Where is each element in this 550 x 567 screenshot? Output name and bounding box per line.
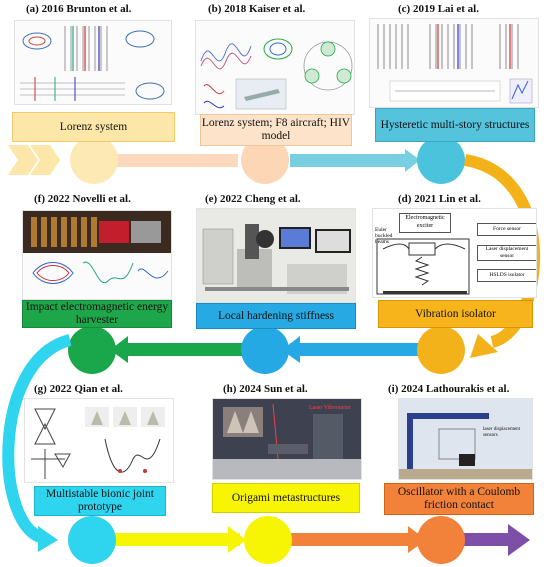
panel-b-label: Lorenz system; F8 aircraft; HIV model xyxy=(200,114,352,146)
panel-f-title: (f) 2022 Novelli et al. xyxy=(34,193,131,205)
node-d xyxy=(417,326,465,374)
row3-band-1 xyxy=(110,533,240,546)
panel-e-figure xyxy=(196,208,356,303)
panel-i-figure: laser displacement sensors xyxy=(398,398,533,480)
panel-b-title: (b) 2018 Kaiser et al. xyxy=(208,3,306,15)
row3-band-2-head xyxy=(408,526,426,553)
row3-band-3-head xyxy=(508,524,530,556)
curve-left xyxy=(2,334,72,544)
panel-f-plots xyxy=(23,211,171,284)
row3-band-2 xyxy=(290,533,420,546)
panel-a-title: (a) 2016 Brunton et al. xyxy=(26,3,132,15)
panel-d-label: Vibration isolator xyxy=(378,300,533,328)
panel-a-plots xyxy=(20,26,165,101)
panel-g-figure xyxy=(24,398,174,483)
row1-band-2 xyxy=(290,154,410,167)
isolator-exciter-box: Electromagnetic exciter xyxy=(399,213,451,233)
panel-h-label: Origami metastructures xyxy=(212,483,360,513)
origami-laser-label: Laser Vibrometer xyxy=(309,405,352,411)
row2-band-1-head xyxy=(282,336,300,363)
node-h xyxy=(244,516,292,564)
panel-a-figure xyxy=(14,20,172,105)
panel-f-figure xyxy=(22,210,172,300)
panel-e-title: (e) 2022 Cheng et al. xyxy=(205,193,301,205)
node-i xyxy=(417,516,465,564)
panel-f-label: Impact electromagnetic energy harvester xyxy=(22,300,172,328)
panel-d-figure: Electromagnetic exciter Euler buckled be… xyxy=(372,208,537,298)
row2-band-1 xyxy=(290,343,420,356)
coulomb-laser-label: laser displacement sensors xyxy=(483,427,521,438)
panel-h-photo xyxy=(213,399,361,479)
node-b xyxy=(241,136,289,184)
node-g xyxy=(68,516,116,564)
curve-right-head xyxy=(470,334,498,358)
panel-h-title: (h) 2024 Sun et al. xyxy=(223,383,308,395)
node-c xyxy=(417,136,465,184)
row1-chevron-2 xyxy=(30,145,60,175)
isolator-side-3: HSLDS isolator xyxy=(477,269,536,282)
curve-left-head xyxy=(38,526,58,552)
panel-a-label: Lorenz system xyxy=(12,112,175,142)
isolator-drawing xyxy=(376,238,470,295)
row2-band-2 xyxy=(120,343,260,356)
row1-band-2-head xyxy=(405,149,420,172)
panel-c-figure xyxy=(369,18,539,108)
row3-band-1-head xyxy=(228,526,246,553)
panel-e-label: Local hardening stiffness xyxy=(196,303,356,329)
panel-i-label: Oscillator with a Coulomb friction conta… xyxy=(384,483,534,515)
isolator-left-text: Euler buckled beams xyxy=(375,227,393,245)
node-a xyxy=(70,136,118,184)
row1-band-1 xyxy=(88,154,238,167)
panel-g-title: (g) 2022 Qian et al. xyxy=(34,383,123,395)
panel-d-title: (d) 2021 Lin et al. xyxy=(398,193,481,205)
panel-b-figure xyxy=(195,20,355,115)
panel-i-photo xyxy=(399,399,532,479)
panel-h-figure: Laser Vibrometer xyxy=(212,398,362,480)
panel-b-plots xyxy=(200,38,353,110)
panel-c-plots xyxy=(377,24,533,104)
panel-i-title: (i) 2024 Lathourakis et al. xyxy=(388,383,510,395)
isolator-side-2: Laser displacement sensor xyxy=(477,245,536,261)
panel-g-label: Multistable bionic joint prototype xyxy=(34,486,166,516)
isolator-side-1: Force sensor xyxy=(477,223,536,236)
panel-c-title: (c) 2019 Lai et al. xyxy=(398,3,479,15)
panel-c-label: Hysteretic multi-story structures xyxy=(375,108,535,142)
row3-band-3 xyxy=(460,533,512,546)
node-e xyxy=(241,326,289,374)
row1-chevron-1 xyxy=(8,145,38,175)
row2-band-2-head xyxy=(110,336,128,363)
node-f xyxy=(68,326,116,374)
panel-g-plots xyxy=(31,407,165,479)
panel-e-photo xyxy=(197,209,355,302)
